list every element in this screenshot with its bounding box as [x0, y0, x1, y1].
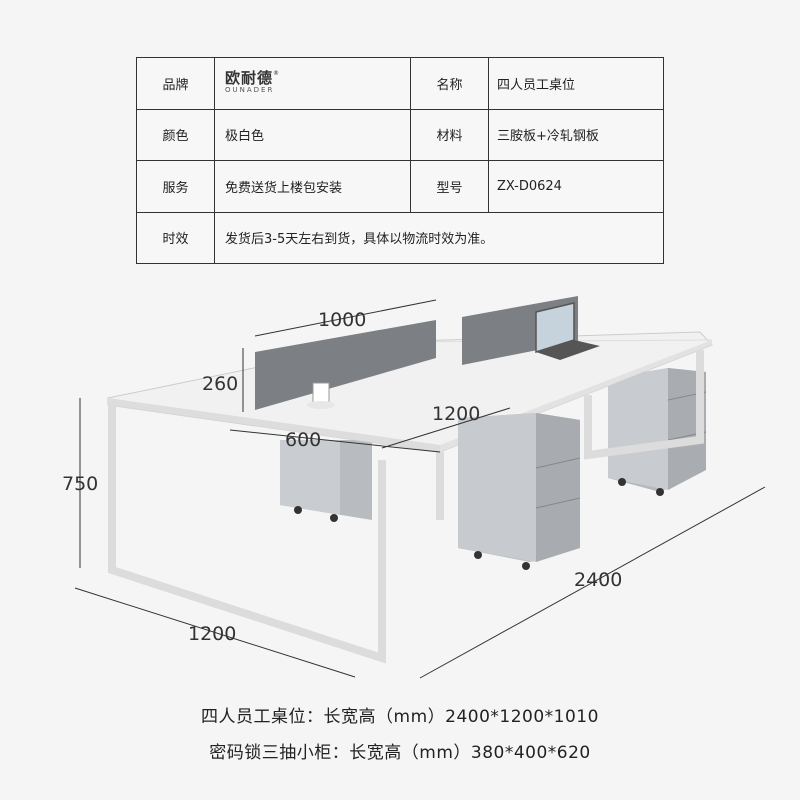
name-value: 四人员工桌位 [488, 57, 664, 110]
brand-label: 品牌 [136, 57, 215, 110]
brand-logo-cn: 欧耐德 [225, 68, 274, 87]
brand-logo-mark: 欧耐德® OUNADER [225, 68, 280, 94]
dimension-lines [74, 299, 766, 679]
dim-screen-height: 260 [202, 373, 238, 395]
material-label: 材料 [410, 108, 489, 161]
registered-mark: ® [273, 69, 280, 77]
caption-desk: 四人员工桌位：长宽高（mm）2400*1200*1010 [201, 707, 599, 727]
cup [307, 382, 335, 409]
model-label: 型号 [410, 160, 489, 213]
brand-logo: 欧耐德® OUNADER [214, 57, 411, 110]
cabinet-front [458, 413, 581, 570]
model-value: ZX-D0624 [488, 160, 664, 213]
caption-cabinet: 密码锁三抽小柜：长宽高（mm）380*400*620 [209, 743, 591, 763]
dimension-labels: 1000 260 750 1200 2400 600 1200 [62, 309, 622, 645]
spec-row-service: 服务 免费送货上楼包安装 型号 ZX-D0624 [136, 160, 664, 213]
spec-table: 品牌 欧耐德® OUNADER 名称 四人员工桌位 颜色 极白色 材料 三胺板+… [136, 57, 664, 264]
color-label: 颜色 [136, 108, 215, 161]
delivery-value: 发货后3-5天左右到货，具体以物流时效为准。 [214, 211, 664, 264]
dim-seat-depth: 600 [285, 429, 321, 451]
dim-desk-length: 2400 [574, 569, 622, 591]
cabinet-back-right [608, 368, 707, 496]
dim-desk-height: 750 [62, 473, 98, 495]
dim-screen-width: 1000 [318, 309, 366, 331]
service-value: 免费送货上楼包安装 [214, 160, 411, 213]
desk-frame [108, 350, 704, 664]
name-label: 名称 [410, 57, 489, 110]
laptop [535, 302, 600, 360]
delivery-label: 时效 [136, 211, 215, 264]
spec-row-brand: 品牌 欧耐德® OUNADER 名称 四人员工桌位 [136, 57, 664, 110]
spec-row-delivery: 时效 发货后3-5天左右到货，具体以物流时效为准。 [136, 211, 664, 264]
dim-table-depth: 1200 [432, 403, 480, 425]
dim-desk-depth: 1200 [188, 623, 236, 645]
desk-illustration: 1000 260 750 1200 2400 600 1200 [62, 296, 766, 679]
material-value: 三胺板+冷轧钢板 [488, 108, 664, 161]
cabinet-back-left [280, 440, 372, 522]
color-value: 极白色 [214, 108, 411, 161]
spec-row-color: 颜色 极白色 材料 三胺板+冷轧钢板 [136, 108, 664, 161]
service-label: 服务 [136, 160, 215, 213]
brand-logo-en: OUNADER [225, 85, 275, 94]
